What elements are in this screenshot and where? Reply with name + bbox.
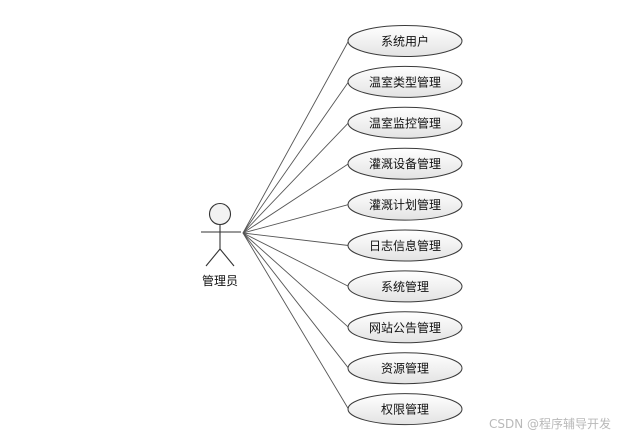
- use-case-label: 灌溉设备管理: [369, 156, 441, 171]
- use-case: 网站公告管理: [347, 311, 463, 344]
- association-line: [242, 163, 349, 234]
- actor-left-leg: [205, 248, 221, 267]
- use-case-label: 网站公告管理: [369, 320, 441, 335]
- use-case: 温室监控管理: [347, 106, 463, 139]
- use-case-label: 温室类型管理: [369, 74, 441, 89]
- association-line: [242, 81, 349, 234]
- use-case-ellipse: [347, 25, 463, 57]
- use-case-ellipse: [347, 229, 463, 262]
- use-case-label: 系统用户: [381, 34, 429, 49]
- association-line: [242, 232, 349, 410]
- use-case-label: 温室监控管理: [369, 115, 441, 130]
- association-line: [242, 122, 349, 234]
- use-case-label: 日志信息管理: [369, 238, 441, 253]
- actor-administrator: 管理员: [201, 202, 241, 288]
- use-case: 系统管理: [347, 270, 463, 303]
- actor-label: 管理员: [202, 273, 238, 288]
- use-case-label: 灌溉计划管理: [369, 197, 441, 212]
- use-case: 日志信息管理: [347, 229, 463, 262]
- use-case: 系统用户: [347, 25, 463, 57]
- association-lines: [242, 40, 349, 410]
- use-case-label: 资源管理: [381, 361, 429, 376]
- use-case: 灌溉设备管理: [347, 147, 463, 180]
- use-case-ellipse: [347, 106, 463, 139]
- use-case: 温室类型管理: [347, 65, 463, 98]
- use-case-ellipse: [347, 188, 463, 221]
- association-line: [242, 204, 349, 234]
- use-case: 灌溉计划管理: [347, 188, 463, 221]
- watermark: CSDN @程序辅导开发: [488, 417, 611, 431]
- use-case-ellipse: [347, 270, 463, 303]
- association-line: [242, 232, 349, 246]
- use-case-ellipse: [347, 65, 463, 98]
- actor-head: [208, 202, 232, 226]
- association-line: [242, 232, 349, 287]
- use-case: 权限管理: [347, 393, 463, 426]
- use-case-ellipse: [347, 393, 463, 426]
- use-case-list: 系统用户温室类型管理温室监控管理灌溉设备管理灌溉计划管理日志信息管理系统管理网站…: [347, 25, 463, 426]
- association-line: [242, 232, 349, 328]
- use-case-ellipse: [347, 311, 463, 344]
- use-case: 资源管理: [347, 352, 463, 385]
- actor-right-leg: [219, 248, 235, 267]
- association-line: [242, 232, 349, 369]
- association-line: [242, 40, 349, 234]
- use-case-ellipse: [347, 352, 463, 385]
- use-case-ellipse: [347, 147, 463, 180]
- use-case-label: 权限管理: [381, 402, 429, 417]
- use-case-label: 系统管理: [381, 279, 429, 294]
